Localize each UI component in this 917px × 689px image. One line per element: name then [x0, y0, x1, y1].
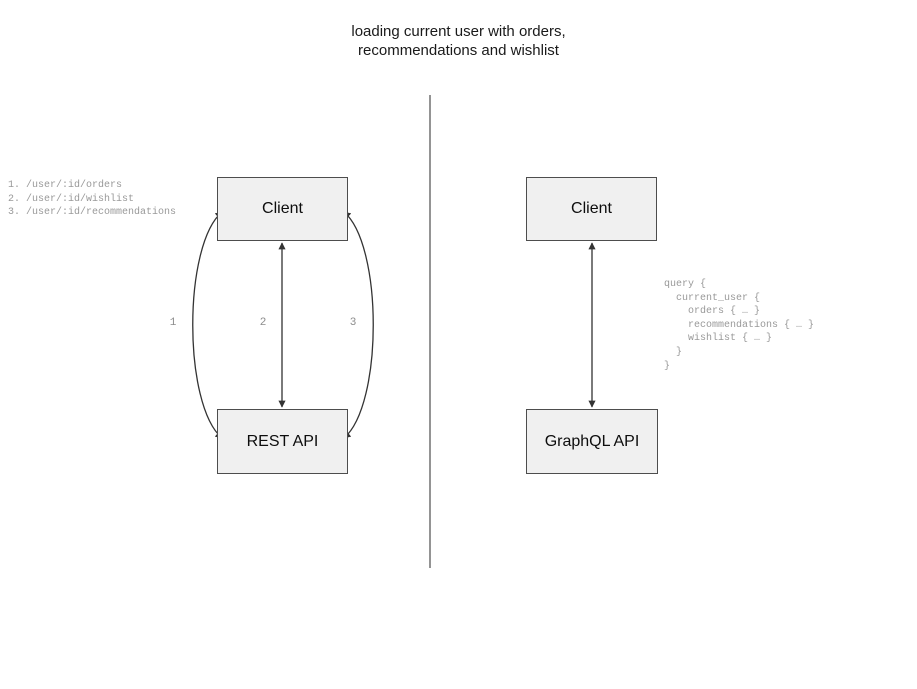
page-title: loading current user with orders, recomm… [351, 23, 566, 59]
node-rest-api[interactable]: REST API [217, 409, 348, 474]
edge-label-1: 1 [169, 317, 177, 329]
node-client-graphql[interactable]: Client [526, 177, 657, 241]
edge-label-2: 2 [259, 317, 267, 329]
node-graphql-api[interactable]: GraphQL API [526, 409, 658, 474]
edge-label-3: 3 [349, 317, 357, 329]
graphql-query-annotation: query { current_user { orders { … } reco… [664, 279, 815, 372]
edge-1-curve [192, 211, 223, 439]
rest-endpoints-annotation: 1. /user/:id/orders 2. /user/:id/wishlis… [8, 180, 177, 219]
node-client-rest[interactable]: Client [217, 177, 348, 241]
edge-3-curve [343, 211, 374, 439]
